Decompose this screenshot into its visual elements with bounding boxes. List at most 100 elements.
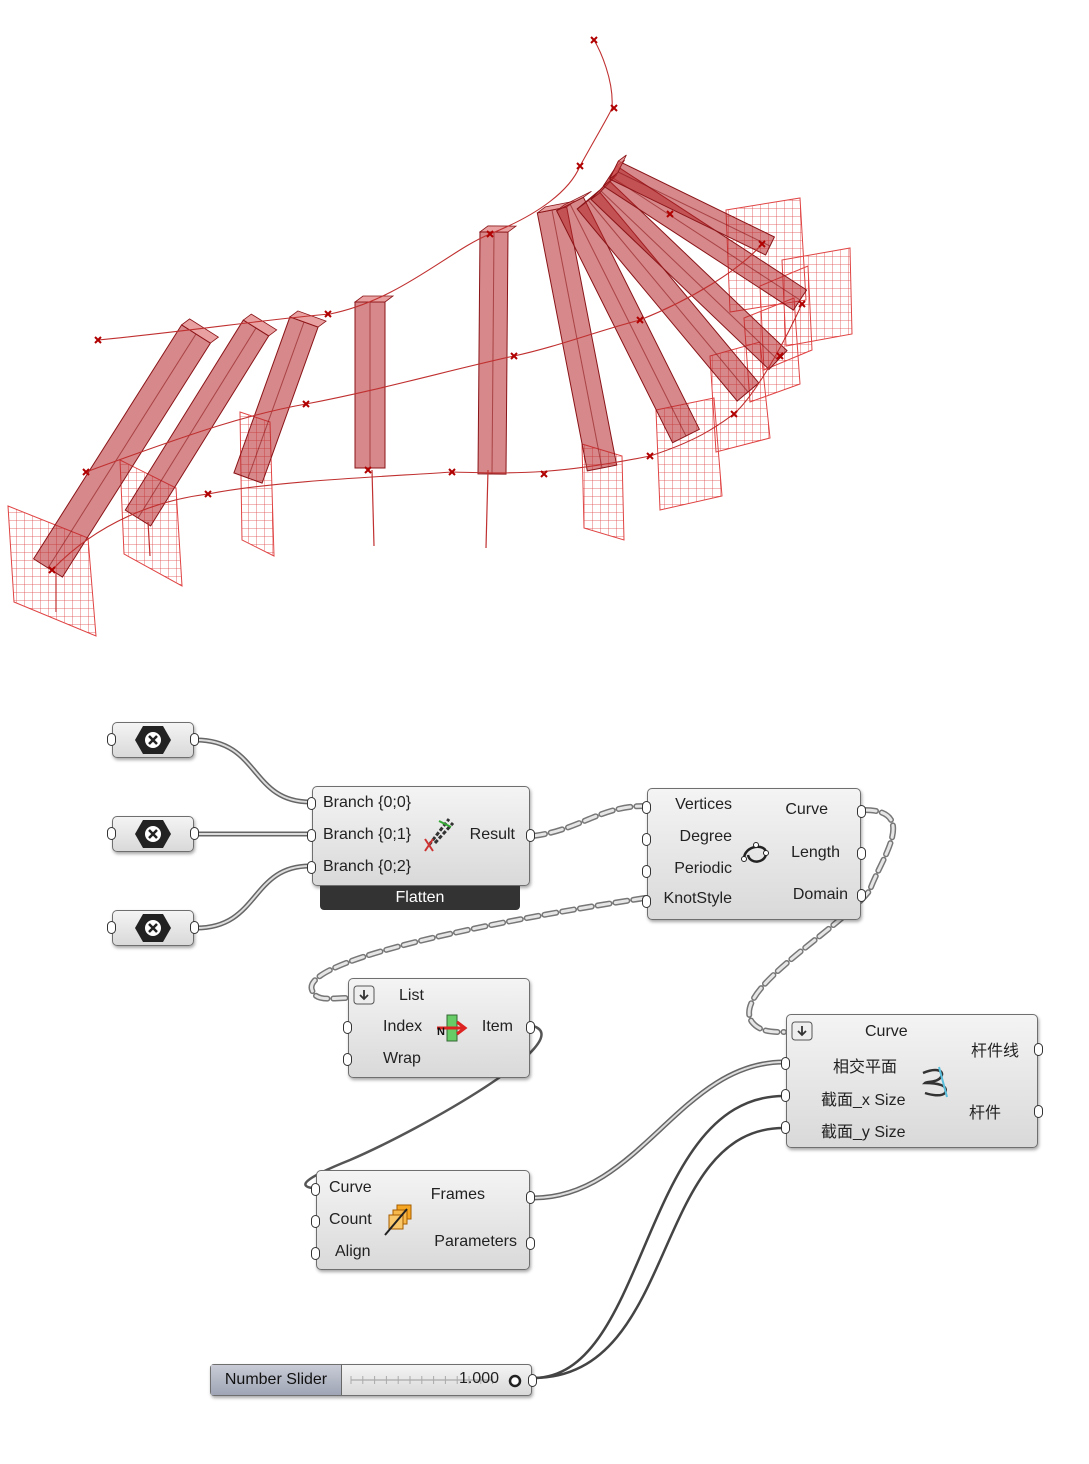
beam-edge xyxy=(247,321,305,479)
input-port-branch-1[interactable] xyxy=(307,829,316,842)
control-point-marker xyxy=(324,310,332,318)
output-label: Length xyxy=(791,844,840,861)
output-label: Domain xyxy=(792,886,848,903)
control-point-marker xyxy=(590,36,598,44)
input-port-degree[interactable] xyxy=(642,833,651,846)
output-port[interactable] xyxy=(190,827,199,840)
list-wires xyxy=(308,803,897,1035)
curve-param-3[interactable] xyxy=(107,910,199,946)
beam-edge xyxy=(587,199,749,393)
arrow-down-icon[interactable] xyxy=(791,1021,813,1041)
input-port-knotstyle[interactable] xyxy=(642,895,651,908)
input-port-align[interactable] xyxy=(311,1247,320,1260)
slider-label: Number Slider xyxy=(211,1365,342,1395)
input-port-count[interactable] xyxy=(311,1215,320,1228)
output-port-length[interactable] xyxy=(857,847,866,860)
component-caption: Flatten xyxy=(320,886,520,910)
input-port-y-size[interactable] xyxy=(781,1121,790,1134)
input-port-plane[interactable] xyxy=(781,1057,790,1070)
output-port-parameters[interactable] xyxy=(526,1237,535,1250)
control-point-marker xyxy=(48,566,56,574)
control-point-marker xyxy=(646,452,654,460)
beam-cluster-component[interactable]: Curve 相交平面 截面_x Size 截面_y Size 杆件线 杆件 xyxy=(781,1014,1043,1148)
cluster-icon xyxy=(921,1066,948,1098)
beam-top xyxy=(289,310,327,328)
input-port-branch-2[interactable] xyxy=(307,861,316,874)
beam-edge xyxy=(613,169,771,247)
guide-curve xyxy=(85,243,763,473)
beam-edge xyxy=(137,327,257,519)
control-point-marker xyxy=(636,316,644,324)
input-port-x-size[interactable] xyxy=(781,1089,790,1102)
beam-edge xyxy=(609,175,801,301)
beam-top xyxy=(556,190,592,212)
output-port-curve[interactable] xyxy=(857,805,866,818)
slider-value: 1.000 xyxy=(458,1370,499,1387)
list-item-component[interactable]: List Index Wrap N Item xyxy=(343,978,535,1078)
input-label: Degree xyxy=(679,828,732,845)
close-icon xyxy=(135,820,171,848)
rhino-viewport xyxy=(7,36,853,637)
input-label: Curve xyxy=(865,1023,908,1040)
control-point-marker xyxy=(302,400,310,408)
input-port[interactable] xyxy=(107,921,116,934)
input-port-wrap[interactable] xyxy=(343,1053,352,1066)
beam-edge xyxy=(569,203,687,437)
output-port-result[interactable] xyxy=(526,829,535,842)
control-point-marker xyxy=(94,336,102,344)
input-port[interactable] xyxy=(107,733,116,746)
control-point-marker xyxy=(448,468,456,476)
output-port[interactable] xyxy=(528,1374,537,1387)
output-port-frames[interactable] xyxy=(526,1191,535,1204)
flatten-component[interactable]: Branch {0;0} Branch {0;1} Branch {0;2} R… xyxy=(307,786,535,886)
control-point-marker xyxy=(610,104,618,112)
svg-text:N: N xyxy=(437,1026,445,1038)
input-label: Wrap xyxy=(383,1050,421,1067)
list-item-icon: N xyxy=(437,1014,468,1042)
arrow-down-icon[interactable] xyxy=(353,985,375,1005)
curve-param-2[interactable] xyxy=(107,816,199,852)
output-port-item[interactable] xyxy=(526,1021,535,1034)
input-port-curve[interactable] xyxy=(311,1183,320,1196)
input-label: Branch {0;2} xyxy=(323,858,412,875)
control-point-marker xyxy=(730,410,738,418)
number-slider[interactable]: Number Slider 1.000 xyxy=(210,1364,537,1396)
input-port-index[interactable] xyxy=(343,1021,352,1034)
input-label: 截面_y Size xyxy=(821,1124,906,1141)
frames-icon xyxy=(384,1204,412,1236)
input-port[interactable] xyxy=(107,827,116,840)
stalk xyxy=(485,469,489,549)
section-grid xyxy=(781,247,853,347)
output-label: Result xyxy=(469,826,515,843)
control-point-marker xyxy=(82,468,90,476)
grasshopper-canvas[interactable]: Branch {0;0} Branch {0;1} Branch {0;2} R… xyxy=(0,660,1089,1464)
input-port-vertices[interactable] xyxy=(642,801,651,814)
input-port-branch-0[interactable] xyxy=(307,797,316,810)
output-port[interactable] xyxy=(190,733,199,746)
input-label: Branch {0;0} xyxy=(323,794,412,811)
control-point-marker xyxy=(540,470,548,478)
input-label: KnotStyle xyxy=(663,890,732,907)
control-point-marker xyxy=(510,352,518,360)
input-label: Periodic xyxy=(674,860,732,877)
output-label: 杆件 xyxy=(968,1105,1001,1122)
slider-track[interactable] xyxy=(343,1365,503,1395)
control-point-marker xyxy=(576,162,584,170)
output-port[interactable] xyxy=(190,921,199,934)
output-port-domain[interactable] xyxy=(857,889,866,902)
input-port-periodic[interactable] xyxy=(642,865,651,878)
output-port-beam-line[interactable] xyxy=(1034,1043,1043,1056)
beam-top xyxy=(609,154,627,180)
input-label: Index xyxy=(383,1018,423,1035)
output-label: Parameters xyxy=(434,1233,517,1250)
input-label: List xyxy=(399,987,424,1004)
output-port-beam[interactable] xyxy=(1034,1105,1043,1118)
curve-param-1[interactable] xyxy=(107,722,199,758)
beam-edge xyxy=(491,231,495,475)
beam-edge xyxy=(47,333,197,569)
perp-frames-component[interactable]: Curve Count Align Frames Parameters xyxy=(311,1170,535,1270)
slider-grip-icon[interactable] xyxy=(507,1373,523,1389)
beam-edge xyxy=(599,189,779,361)
input-label: Vertices xyxy=(675,796,732,813)
curve-component[interactable]: Vertices Degree Periodic KnotStyle Curve… xyxy=(642,788,866,920)
